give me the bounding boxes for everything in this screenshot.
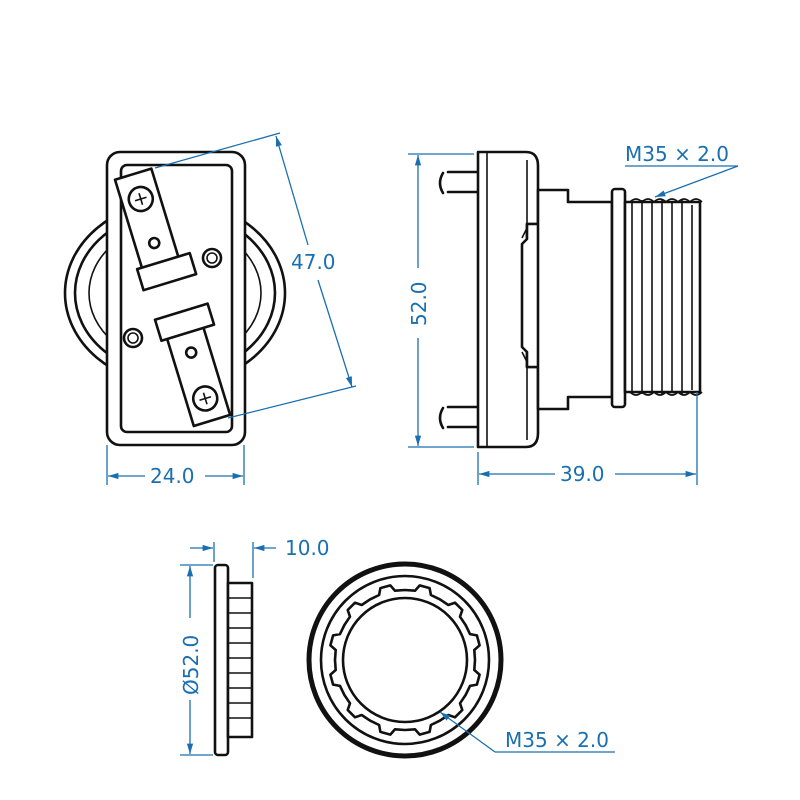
lower-terminal bbox=[153, 302, 232, 428]
screw-icon bbox=[127, 185, 155, 213]
nut-side-dimensions: 10.0 Ø52.0 bbox=[179, 536, 330, 756]
side-dimensions: 52.0 39.0 M35 × 2.0 bbox=[407, 142, 739, 486]
side-view bbox=[438, 150, 703, 449]
nut-teeth bbox=[329, 584, 481, 736]
diagonal-dimension: 47.0 bbox=[291, 250, 336, 274]
thickness-dimension: 10.0 bbox=[285, 536, 330, 560]
nut-side-view bbox=[213, 563, 254, 757]
front-dimensions: 24.0 47.0 bbox=[106, 132, 357, 488]
thread-label: M35 × 2.0 bbox=[625, 142, 729, 166]
nut-front-view bbox=[306, 561, 504, 759]
front-view bbox=[63, 150, 287, 447]
nut-thread-label: M35 × 2.0 bbox=[505, 728, 609, 752]
screw-icon bbox=[191, 385, 219, 412]
width-dimension: 24.0 bbox=[150, 464, 195, 488]
thread-ridges bbox=[629, 198, 703, 396]
height-dimension: 52.0 bbox=[407, 281, 431, 326]
length-dimension: 39.0 bbox=[560, 462, 605, 486]
diameter-dimension: Ø52.0 bbox=[179, 635, 203, 695]
upper-terminal bbox=[113, 167, 198, 292]
nut-front-dimensions: M35 × 2.0 bbox=[439, 711, 615, 753]
